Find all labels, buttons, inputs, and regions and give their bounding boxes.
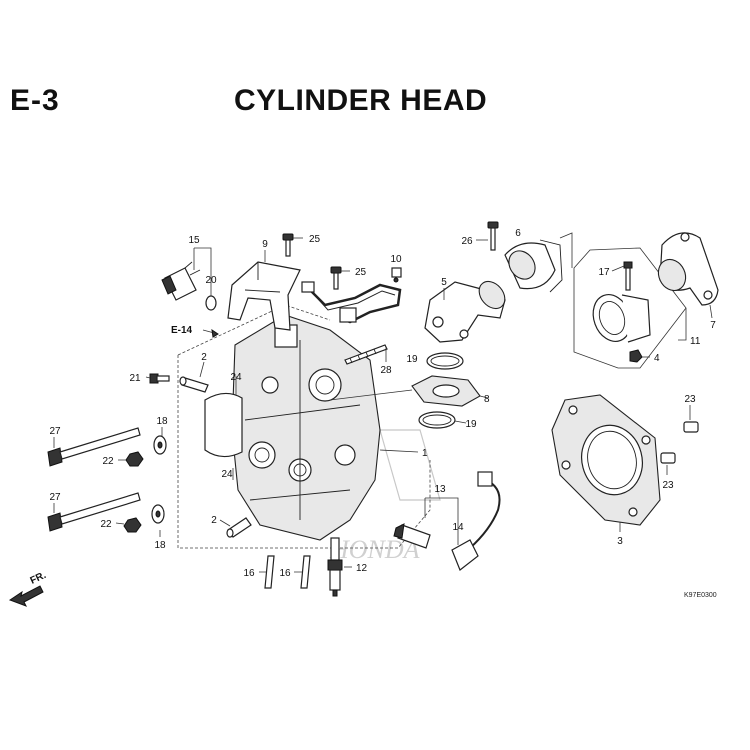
- callout-24-b: 24: [221, 469, 233, 480]
- callout-23-a: 23: [684, 394, 696, 405]
- leader-22: [115, 459, 126, 525]
- insulator-8: [411, 375, 481, 407]
- leader-13-14: [424, 497, 459, 545]
- o-ring-20: [205, 295, 217, 311]
- leader-8: [329, 389, 489, 401]
- leader-17: [611, 265, 625, 272]
- callout-2-b: 2: [211, 515, 217, 526]
- gasket-3: [551, 394, 661, 526]
- callout-25-a: 25: [309, 234, 321, 245]
- stud-28: [344, 344, 388, 365]
- callout-22-b: 22: [100, 519, 112, 530]
- page-title: CYLINDER HEAD: [234, 84, 488, 117]
- bolt-26: [487, 221, 499, 251]
- callout-9: 9: [262, 239, 268, 250]
- callout-20: 20: [205, 275, 217, 286]
- callout-23-b: 23: [662, 480, 674, 491]
- callout-8: 8: [484, 394, 490, 405]
- callout-27-a: 27: [49, 426, 61, 437]
- callout-1: 1: [422, 448, 428, 459]
- leader-2-a: [199, 361, 205, 378]
- callout-26: 26: [461, 236, 473, 247]
- bolt-25-b: [330, 266, 342, 290]
- leader-2-b: [219, 519, 231, 527]
- ref-e14: E-14: [171, 325, 193, 336]
- callout-19-b: 19: [465, 419, 477, 430]
- callout-5: 5: [441, 277, 447, 288]
- oil-pipe: [301, 281, 402, 324]
- callout-17: 17: [598, 267, 610, 278]
- callout-16-b: 16: [279, 568, 291, 579]
- callout-3: 3: [617, 536, 623, 547]
- leader-18: [159, 427, 163, 537]
- callout-14: 14: [452, 522, 464, 533]
- callout-28: 28: [380, 365, 392, 376]
- callout-18-a: 18: [156, 416, 168, 427]
- callout-12: 12: [356, 563, 368, 574]
- leader-21: [145, 376, 151, 379]
- callout-7: 7: [710, 320, 716, 331]
- leader-24: [232, 376, 237, 480]
- callout-11: 11: [690, 336, 701, 347]
- stud-16-a: [264, 555, 275, 589]
- nut-4: [629, 349, 643, 363]
- callout-22-a: 22: [102, 456, 114, 467]
- callout-19-a: 19: [406, 354, 418, 365]
- callout-27-b: 27: [49, 492, 61, 503]
- nut-22-a: [125, 451, 144, 467]
- o-ring-19-a: [426, 352, 464, 370]
- callout-6: 6: [515, 228, 521, 239]
- diagram-code: K97E0300: [684, 592, 717, 599]
- insulator-6: [504, 239, 563, 293]
- joint-7: [657, 232, 719, 306]
- band-11: [592, 294, 651, 343]
- band-group-box: [573, 247, 687, 369]
- leader-6: [559, 232, 573, 268]
- spark-plug-12: [327, 537, 343, 597]
- stud-16-b: [300, 555, 311, 589]
- leader-11: [678, 308, 687, 341]
- dowel-23-a: [683, 421, 699, 433]
- front-arrow-icon: [8, 585, 44, 607]
- callout-16-a: 16: [243, 568, 255, 579]
- callout-24-a: 24: [230, 372, 242, 383]
- cylinder-head: [204, 314, 381, 541]
- sensor-13: [393, 523, 431, 549]
- bolt-27-b: [47, 492, 141, 532]
- callout-15: 15: [188, 235, 200, 246]
- screw-17: [623, 261, 633, 291]
- leader-19-b: [454, 420, 467, 424]
- intake-pipe-5: [424, 280, 506, 343]
- sensor-14: [451, 471, 501, 571]
- bolt-21: [149, 373, 170, 384]
- leader-7: [709, 304, 713, 319]
- callout-2-a: 2: [201, 352, 207, 363]
- dowel-2-b: [226, 517, 252, 538]
- leader-23: [666, 405, 691, 475]
- front-label: FR.: [29, 570, 48, 587]
- callout-4: 4: [654, 353, 660, 364]
- callout-25-b: 25: [355, 267, 367, 278]
- callout-13: 13: [434, 484, 446, 495]
- bolt-25-a: [282, 233, 294, 257]
- washer-18-b: [151, 504, 165, 524]
- washer-18-a: [153, 435, 167, 455]
- sensor-15: [161, 261, 201, 301]
- bracket-9: [227, 261, 301, 331]
- leader-1: [379, 449, 419, 453]
- callout-18-b: 18: [154, 540, 166, 551]
- plug-10: [391, 267, 402, 283]
- callout-10: 10: [390, 254, 402, 265]
- assembly-outline: [177, 304, 431, 549]
- dowel-2-a: [179, 376, 209, 393]
- bolt-27-a: [47, 427, 141, 467]
- dowel-23-b: [660, 452, 676, 464]
- nut-22-b: [123, 517, 142, 533]
- page-code: E-3: [10, 84, 60, 117]
- callout-21: 21: [129, 373, 141, 384]
- leader-15-20: [193, 247, 212, 296]
- o-ring-19-b: [418, 411, 456, 429]
